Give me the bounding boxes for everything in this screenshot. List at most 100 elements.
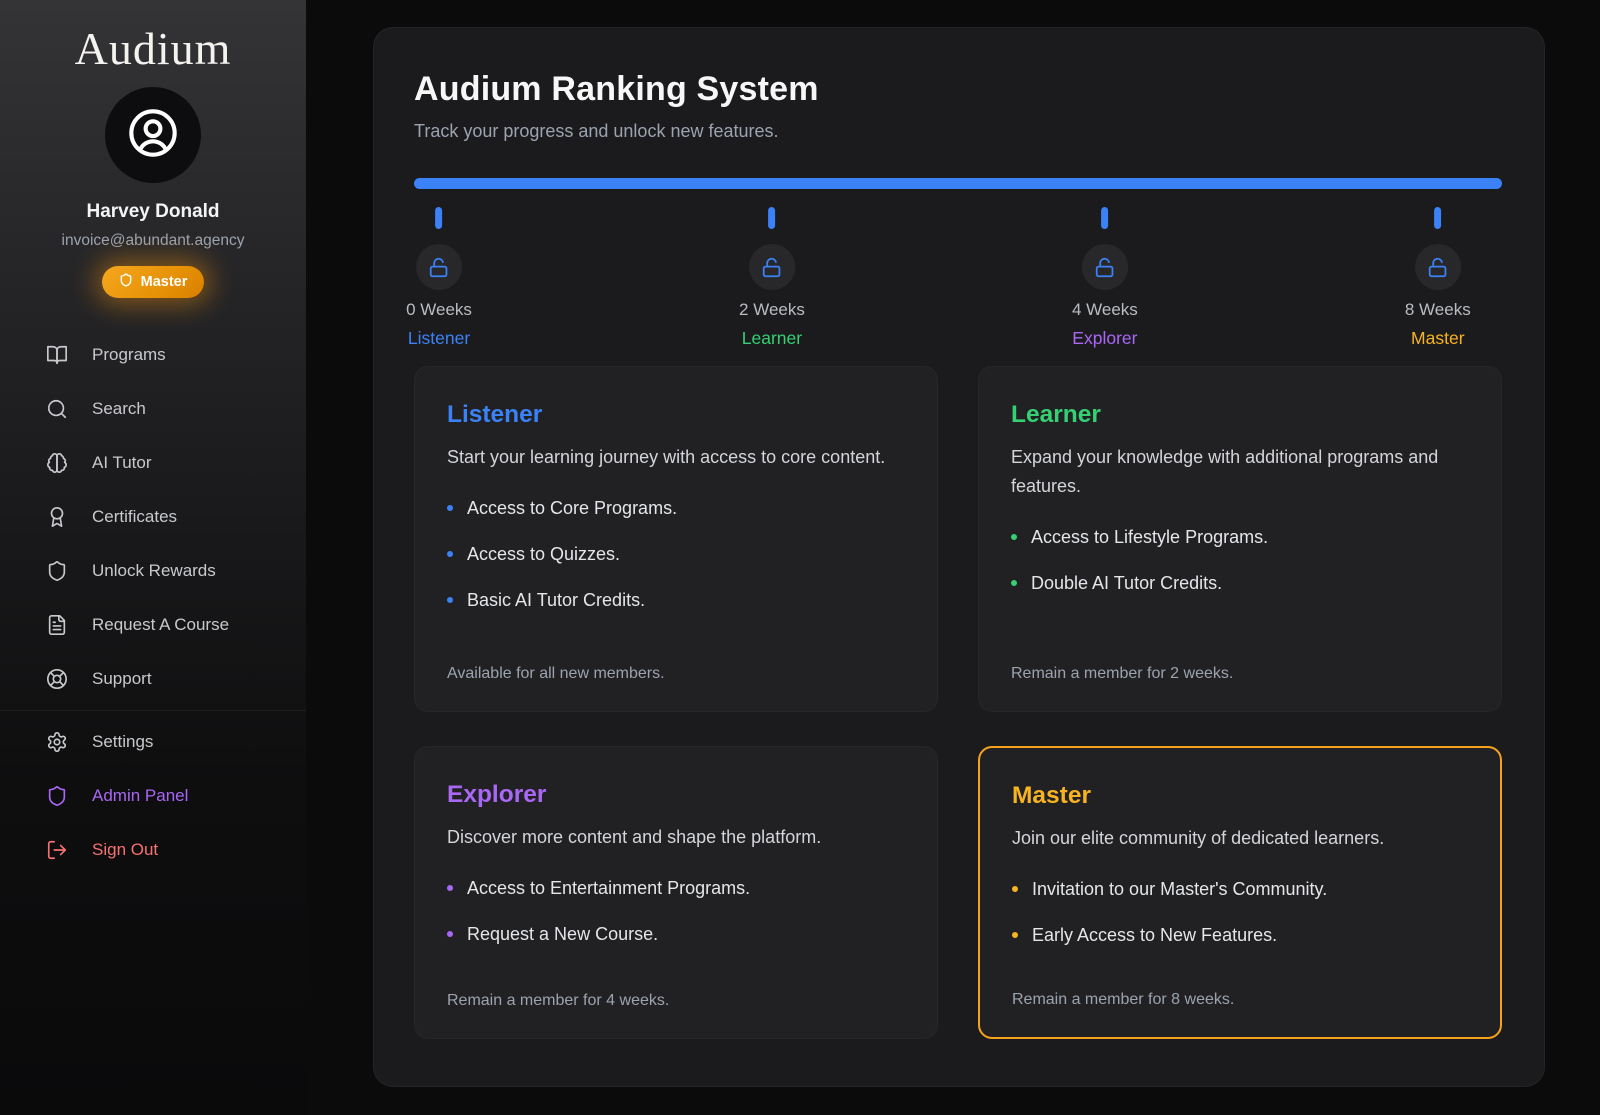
- book-open-icon: [46, 344, 68, 366]
- bullet-dot: [1011, 534, 1017, 541]
- milestone-listener: 0 Weeks Listener: [406, 207, 472, 349]
- perk-text: Access to Quizzes.: [467, 543, 621, 564]
- sidebar-item-label: Request A Course: [92, 615, 230, 634]
- tier-footer: Available for all new members.: [447, 665, 665, 682]
- sidebar-item-label: AI Tutor: [92, 453, 152, 472]
- page-title: Audium Ranking System: [414, 70, 819, 108]
- perk-item: Early Access to New Features.: [1012, 925, 1468, 946]
- sidebar-item-label: Settings: [92, 732, 154, 751]
- sidebar-item-search[interactable]: Search: [0, 382, 306, 436]
- milestone-master: 8 Weeks Master: [1405, 207, 1471, 349]
- milestone-tick: [768, 207, 776, 229]
- sidebar-item-support[interactable]: Support: [0, 652, 306, 706]
- perk-item: Access to Lifestyle Programs.: [1011, 527, 1469, 548]
- shield-icon: [46, 560, 68, 582]
- progress-bar: [414, 178, 1502, 189]
- page-subtitle: Track your progress and unlock new featu…: [414, 121, 779, 141]
- perk-item: Double AI Tutor Credits.: [1011, 573, 1469, 594]
- sidebar-item-certificates[interactable]: Certificates: [0, 490, 306, 544]
- sidebar-item-request-a-course[interactable]: Request A Course: [0, 598, 306, 652]
- sidebar-item-label: Sign Out: [92, 840, 159, 859]
- tier-footer: Remain a member for 8 weeks.: [1012, 991, 1235, 1008]
- bullet-dot: [447, 597, 453, 604]
- file-text-icon: [46, 614, 68, 636]
- tier-description: Discover more content and shape the plat…: [447, 827, 822, 847]
- bullet-dot: [1012, 932, 1018, 939]
- sidebar-item-ai-tutor[interactable]: AI Tutor: [0, 436, 306, 490]
- bullet-dot: [1012, 886, 1018, 893]
- milestone-tier: Learner: [741, 328, 803, 348]
- perk-text: Access to Core Programs.: [467, 497, 678, 518]
- tier-title: Listener: [447, 401, 543, 428]
- tier-card-listener: Listener Start your learning journey wit…: [414, 366, 938, 712]
- sidebar-item-unlock-rewards[interactable]: Unlock Rewards: [0, 544, 306, 598]
- sidebar-item-admin-panel[interactable]: Admin Panel: [0, 769, 306, 823]
- tier-description: Expand your knowledge with additional pr…: [1011, 447, 1439, 496]
- tier-grid: Listener Start your learning journey wit…: [414, 366, 1502, 1039]
- unlock-icon: [748, 244, 795, 290]
- bullet-dot: [447, 885, 453, 892]
- sidebar: Audium Harvey Donald invoice@abundant.ag…: [0, 0, 306, 1115]
- perk-text: Access to Lifestyle Programs.: [1031, 526, 1269, 547]
- milestone-tier: Explorer: [1072, 328, 1138, 348]
- unlock-icon: [416, 244, 463, 290]
- tier-title: Learner: [1011, 401, 1101, 428]
- sidebar-nav: Programs Search AI Tutor Certificates Un…: [0, 328, 306, 877]
- tier-card-master: Master Join our elite community of dedic…: [978, 746, 1502, 1039]
- unlock-icon: [1081, 244, 1128, 290]
- user-circle-icon: [127, 107, 179, 164]
- milestone-weeks: 8 Weeks: [1404, 300, 1471, 319]
- bullet-dot: [1011, 580, 1017, 587]
- perk-item: Access to Quizzes.: [447, 544, 905, 565]
- nav-divider: [0, 710, 306, 711]
- rank-badge-label: Master: [140, 274, 188, 290]
- tier-card-explorer: Explorer Discover more content and shape…: [414, 746, 938, 1039]
- profile-section: Harvey Donald invoice@abundant.agency Ma…: [0, 87, 306, 298]
- bullet-dot: [447, 931, 453, 938]
- tier-title: Explorer: [447, 781, 547, 808]
- sidebar-item-label: Search: [92, 399, 146, 418]
- avatar[interactable]: [105, 87, 201, 183]
- perk-item: Access to Core Programs.: [447, 498, 905, 519]
- sidebar-item-programs[interactable]: Programs: [0, 328, 306, 382]
- perk-item: Request a New Course.: [447, 924, 905, 945]
- perk-list: Access to Entertainment Programs. Reques…: [447, 878, 905, 945]
- perk-text: Access to Entertainment Programs.: [467, 877, 751, 898]
- sidebar-item-settings[interactable]: Settings: [0, 715, 306, 769]
- main-content: Audium Ranking System Track your progres…: [306, 0, 1600, 1115]
- sidebar-item-sign-out[interactable]: Sign Out: [0, 823, 306, 877]
- gear-icon: [46, 731, 68, 753]
- sidebar-item-label: Admin Panel: [92, 786, 189, 805]
- milestone-explorer: 4 Weeks Explorer: [1072, 207, 1138, 349]
- milestone-tier: Master: [1411, 328, 1465, 348]
- log-out-icon: [46, 839, 68, 861]
- search-icon: [46, 398, 68, 420]
- shield-icon: [46, 785, 68, 807]
- perk-text: Double AI Tutor Credits.: [1031, 572, 1223, 593]
- milestone-tick: [1101, 207, 1109, 229]
- perk-item: Access to Entertainment Programs.: [447, 878, 905, 899]
- milestone-weeks: 0 Weeks: [406, 300, 472, 319]
- sidebar-item-label: Support: [92, 669, 152, 688]
- milestone-tier: Listener: [407, 328, 471, 348]
- sidebar-item-label: Programs: [92, 345, 166, 364]
- tier-description: Start your learning journey with access …: [447, 447, 886, 467]
- milestone-row: 0 Weeks Listener 2 Weeks Learner 4 Weeks…: [406, 207, 1502, 348]
- perk-text: Early Access to New Features.: [1032, 924, 1278, 945]
- sidebar-item-label: Certificates: [92, 507, 178, 526]
- tier-description: Join our elite community of dedicated le…: [1012, 828, 1385, 848]
- milestone-learner: 2 Weeks Learner: [739, 207, 805, 349]
- milestone-tick: [1434, 207, 1442, 229]
- bullet-dot: [447, 551, 453, 558]
- award-icon: [46, 506, 68, 528]
- perk-item: Basic AI Tutor Credits.: [447, 590, 905, 611]
- perk-list: Access to Core Programs. Access to Quizz…: [447, 498, 905, 611]
- tier-footer: Remain a member for 2 weeks.: [1011, 665, 1234, 682]
- brain-icon: [46, 452, 68, 474]
- profile-name: Harvey Donald: [86, 201, 220, 222]
- perk-item: Invitation to our Master's Community.: [1012, 879, 1468, 900]
- perk-list: Access to Lifestyle Programs. Double AI …: [1011, 527, 1469, 594]
- tier-footer: Remain a member for 4 weeks.: [447, 992, 670, 1009]
- perk-text: Basic AI Tutor Credits.: [467, 589, 646, 610]
- milestone-tick: [435, 207, 443, 229]
